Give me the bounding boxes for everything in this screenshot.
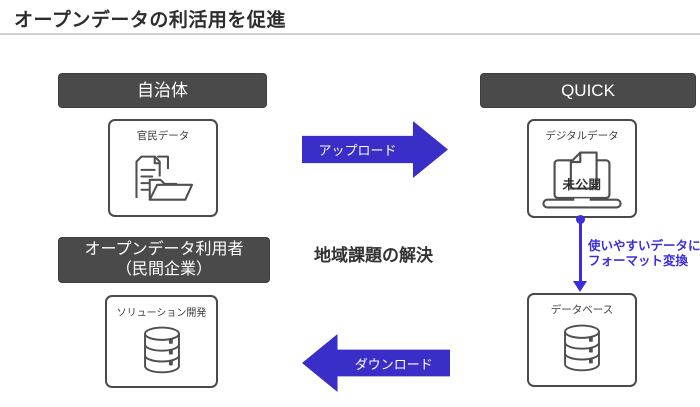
upload-arrow: アップロード: [302, 121, 448, 178]
box-solution-development: ソリューション開発: [105, 295, 218, 388]
box-public-private-data: 官民データ: [108, 119, 218, 217]
upload-arrow-label: アップロード: [318, 143, 397, 158]
format-convert-label-line1: 使いやすいデータに: [588, 239, 700, 253]
laptop-document-icon: 未公開: [538, 150, 626, 210]
connector-line: [579, 220, 582, 282]
database-icon: [529, 317, 635, 385]
box-label-database: データベース: [550, 304, 614, 316]
box-label-solution-development: ソリューション開発: [116, 308, 207, 319]
download-arrow-label: ダウンロード: [354, 356, 433, 372]
folder-documents-icon: [110, 143, 216, 215]
box-database: データベース: [527, 293, 637, 387]
header-open-data-users-line1: オープンデータ利用者: [84, 241, 244, 258]
database-icon: [107, 319, 216, 386]
header-open-data-users-line2: （民間企業）: [115, 261, 212, 278]
format-convert-label-line2: フォーマット変換: [588, 253, 689, 268]
unpublished-status-label: 未公開: [562, 177, 602, 192]
title-divider: [0, 33, 700, 35]
connector-start-dot: [576, 215, 585, 224]
header-quick: QUICK: [480, 73, 696, 108]
connector-arrowhead-icon: [573, 281, 587, 292]
format-convert-label: 使いやすいデータに フォーマット変換: [588, 239, 700, 268]
box-label-public-private-data: 官民データ: [136, 130, 190, 142]
regional-issues-text: 地域課題の解決: [314, 246, 433, 265]
download-arrow: ダウンロード: [302, 334, 450, 392]
box-digital-data: デジタルデータ 未公開: [527, 119, 637, 218]
header-open-data-users: オープンデータ利用者 （民間企業）: [58, 237, 270, 283]
header-municipality: 自治体: [58, 73, 267, 108]
page-title: オープンデータの利活用を促進: [14, 10, 286, 31]
box-label-digital-data: デジタルデータ: [545, 130, 619, 142]
